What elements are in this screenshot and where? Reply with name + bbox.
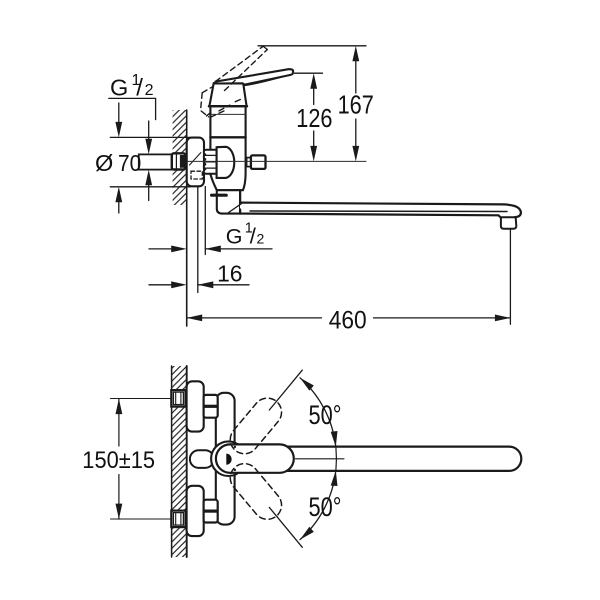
- svg-text:126: 126: [296, 103, 332, 133]
- svg-text:1: 1: [132, 72, 141, 89]
- svg-text:460: 460: [329, 307, 367, 335]
- svg-text:Ø: Ø: [95, 150, 113, 176]
- svg-text:/: /: [136, 74, 143, 101]
- svg-text:1: 1: [245, 220, 253, 236]
- svg-text:70: 70: [118, 150, 141, 176]
- svg-text:16: 16: [217, 261, 242, 287]
- svg-text:50°: 50°: [309, 400, 342, 430]
- svg-text:50°: 50°: [309, 492, 342, 522]
- svg-text:167: 167: [338, 90, 374, 120]
- svg-text:/: /: [250, 224, 257, 249]
- svg-text:2: 2: [257, 231, 265, 247]
- svg-text:G: G: [110, 74, 128, 100]
- svg-text:2: 2: [145, 82, 154, 99]
- svg-text:G: G: [226, 225, 243, 249]
- svg-text:150±15: 150±15: [82, 447, 155, 474]
